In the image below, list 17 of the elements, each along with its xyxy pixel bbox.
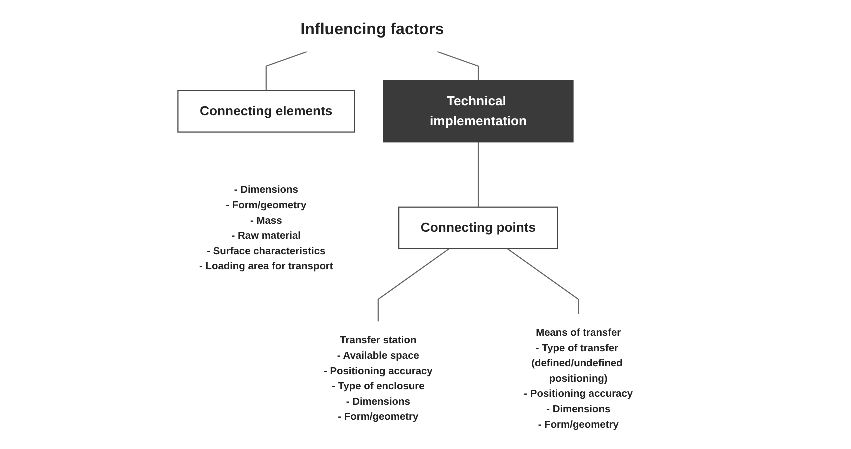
node-label: - Loading area for transport [199,260,334,272]
node-text: Means of transfer - Type of transfer (defined/undefined positioning) - Positioning accuracy - Dimensions - Form/geometry [524,326,634,430]
node-label: - Surface characteristics [207,244,326,257]
node-box [178,90,356,133]
node-box [398,206,558,250]
connector [507,248,580,314]
connector [478,142,480,208]
connector [437,51,480,81]
node-label: - Mass [250,214,282,226]
node-label: - Raw material [232,230,301,242]
connector [266,51,308,91]
node-label: - Form/geometry [226,198,307,211]
connector [378,248,450,322]
node-label: - Dimensions [234,184,298,196]
node-text: Influencing factors [300,20,444,38]
node-text: Transfer station - Available space - Positioning accuracy - Type of enclosure - Dimensions - Form/geometry [324,334,433,422]
node-box [383,80,574,143]
